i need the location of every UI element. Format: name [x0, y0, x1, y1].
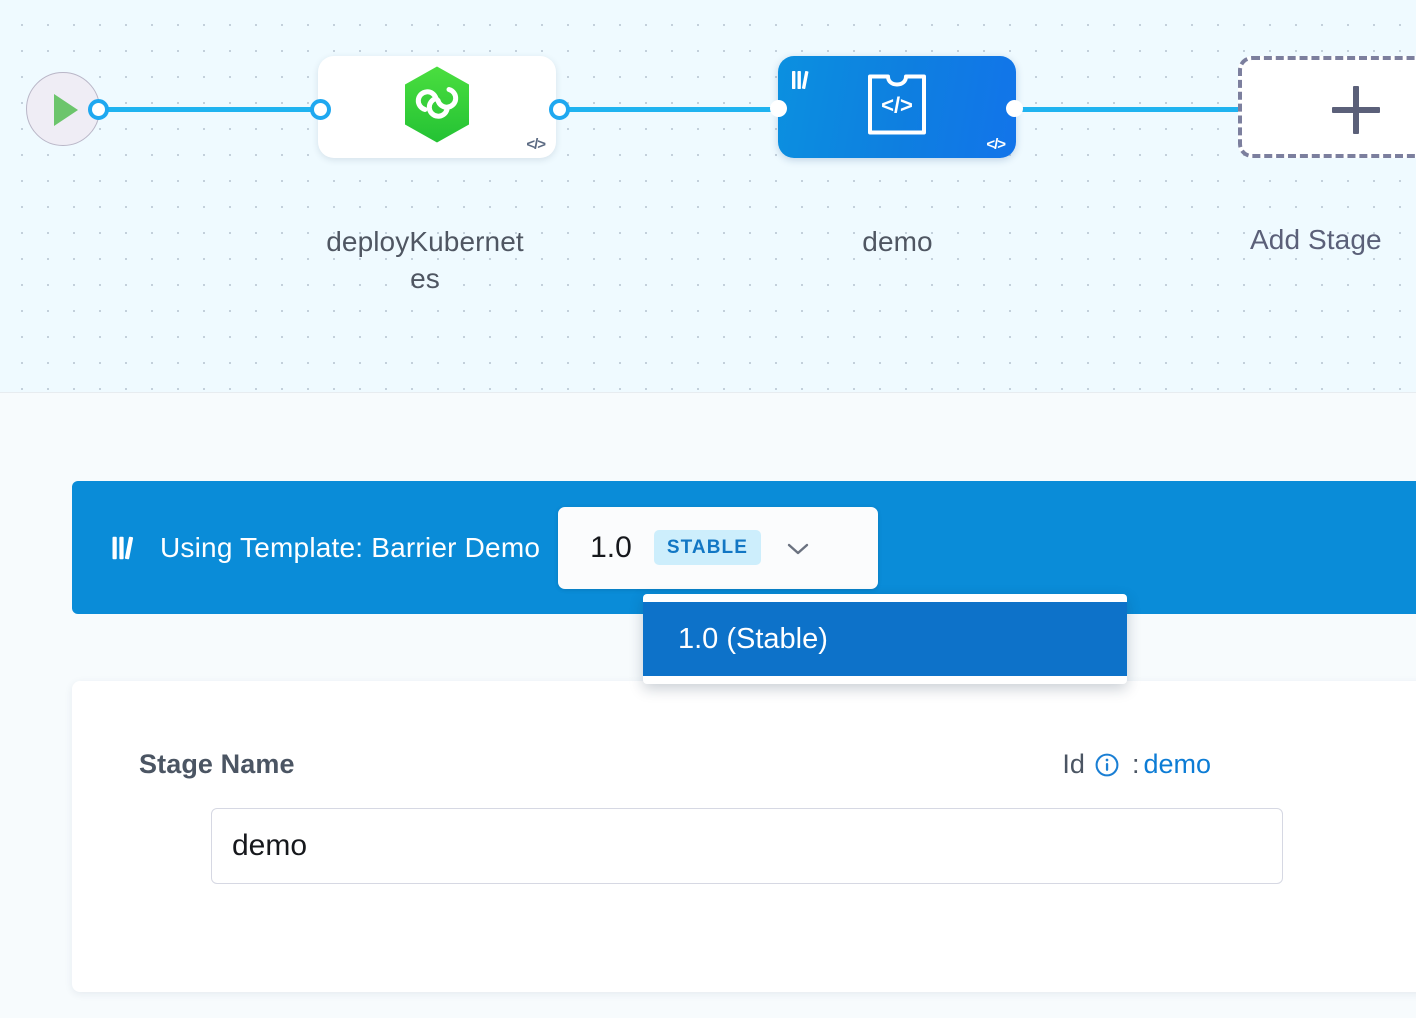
stage-name-header: Stage Name Id : demo: [139, 749, 1211, 780]
port-demo-output[interactable]: [1006, 100, 1023, 117]
stage-name-label: Stage Name: [139, 749, 295, 779]
stage-id-value: demo: [1143, 749, 1211, 779]
port-start-output[interactable]: [88, 99, 109, 120]
node-label-line2: es: [410, 262, 440, 294]
stage-id-row: Id : demo: [1062, 749, 1211, 780]
code-icon: </>: [526, 136, 546, 153]
stage-node-deploykubernetes[interactable]: </>: [318, 56, 556, 158]
svg-text:</>: </>: [881, 93, 913, 118]
port-deploykubernetes-input[interactable]: [310, 99, 331, 120]
edge-deploykubernetes-to-demo: [545, 107, 795, 112]
template-library-icon: [110, 533, 140, 563]
stage-config-panel: Using Template: Barrier Demo 1.0 STABLE …: [0, 393, 1416, 1018]
pipeline-canvas[interactable]: </> </> </> deployKubernet: [0, 0, 1416, 393]
info-circle-icon[interactable]: [1094, 752, 1120, 778]
using-template-label: Using Template: Barrier Demo: [160, 531, 541, 563]
stage-name-input[interactable]: [211, 808, 1283, 884]
edge-demo-to-add-stage: [1000, 107, 1255, 112]
port-demo-input[interactable]: [770, 100, 787, 117]
add-stage-button[interactable]: [1238, 56, 1416, 158]
chevron-down-icon: [787, 542, 809, 554]
node-label-deploykubernetes: deployKubernet es: [280, 224, 570, 298]
template-version-dropdown[interactable]: 1.0 (Stable): [643, 594, 1127, 684]
pipeline-start-node[interactable]: [26, 72, 100, 146]
version-option-1-0-stable[interactable]: 1.0 (Stable): [643, 602, 1127, 676]
code-icon: </>: [986, 136, 1006, 153]
stage-node-demo[interactable]: </> </>: [778, 56, 1016, 158]
node-label-line1: deployKubernet: [326, 226, 524, 257]
using-template-banner: Using Template: Barrier Demo 1.0 STABLE: [72, 481, 1416, 614]
add-stage-label: Add Stage: [1250, 224, 1382, 255]
template-library-icon: [790, 68, 814, 97]
harness-cd-hexagon-icon: [401, 65, 473, 150]
plus-icon: [1332, 86, 1380, 134]
id-separator: :: [1131, 749, 1140, 779]
template-version-selector[interactable]: 1.0 STABLE: [558, 506, 879, 589]
node-label-demo: demo: [862, 226, 933, 257]
edge-start-to-deploykubernetes: [95, 107, 335, 112]
play-icon: [54, 94, 78, 126]
stage-details-card: Stage Name Id : demo: [72, 681, 1416, 992]
id-label: Id: [1062, 749, 1085, 779]
template-version-stable-badge: STABLE: [653, 530, 762, 565]
port-deploykubernetes-output[interactable]: [549, 99, 570, 120]
template-version-value: 1.0: [590, 530, 632, 564]
custom-stage-template-icon: </>: [864, 73, 930, 142]
